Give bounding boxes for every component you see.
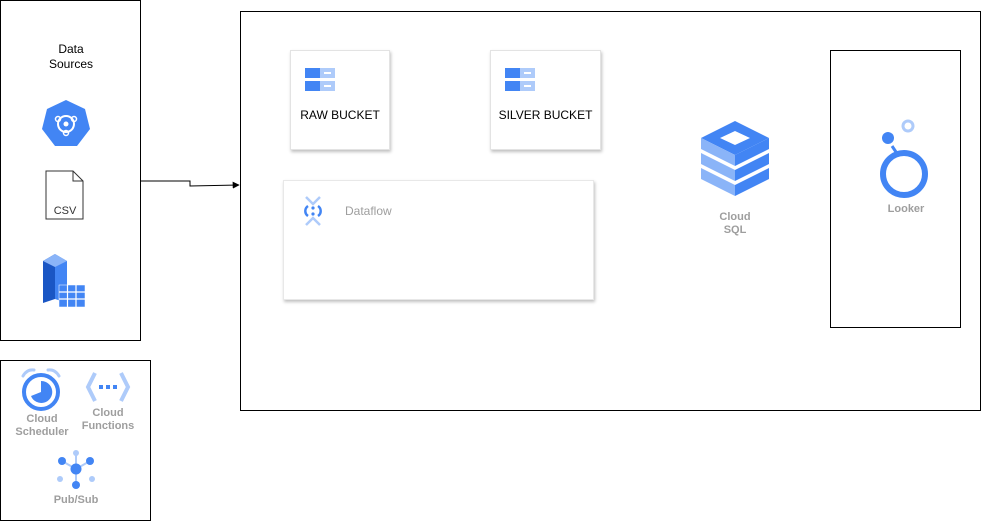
- cloud-scheduler-icon[interactable]: [19, 368, 63, 412]
- data-sources-title-line1: Data: [58, 42, 84, 56]
- csv-file-icon: [45, 170, 84, 220]
- looker-panel: [830, 50, 961, 328]
- storage-bucket-icon: [305, 68, 335, 91]
- cloud-scheduler-label: Cloud Scheduler: [6, 413, 78, 439]
- sources-to-pipeline-arrow: [141, 180, 240, 189]
- cloud-sql-label-line1: Cloud: [719, 211, 751, 223]
- csv-label: CSV: [53, 205, 77, 217]
- dataflow-label: Dataflow: [345, 204, 392, 218]
- looker-label: Looker: [887, 203, 925, 215]
- cloud-sql-icon[interactable]: [698, 120, 772, 200]
- cloud-functions-label-line2: Functions: [81, 420, 135, 432]
- data-sources-title-line2: Sources: [48, 57, 94, 71]
- silver-bucket-label: SILVER BUCKET: [498, 108, 593, 122]
- cloud-functions-label: Cloud Functions: [73, 407, 143, 433]
- cloud-functions-icon[interactable]: [85, 371, 131, 407]
- pubsub-label: Pub/Sub: [53, 494, 99, 506]
- looker-icon[interactable]: [875, 118, 931, 198]
- server-database-icon: [43, 254, 86, 308]
- dataflow-icon: [304, 196, 322, 226]
- kubernetes-icon: [42, 100, 90, 146]
- cloud-scheduler-label-line1: Cloud: [26, 413, 58, 425]
- cloud-sql-label: Cloud SQL: [704, 211, 766, 237]
- dataflow-card[interactable]: Dataflow: [283, 180, 594, 300]
- data-sources-panel: Data Sources CSV: [0, 0, 141, 341]
- cloud-scheduler-label-line2: Scheduler: [15, 426, 69, 438]
- data-sources-title: Data Sources: [21, 42, 121, 72]
- raw-bucket-card[interactable]: RAW BUCKET: [290, 50, 390, 150]
- storage-bucket-icon: [505, 68, 535, 91]
- silver-bucket-card[interactable]: SILVER BUCKET: [490, 50, 601, 150]
- cloud-functions-label-line1: Cloud: [92, 407, 124, 419]
- pubsub-icon[interactable]: [55, 450, 97, 490]
- cloud-sql-label-line2: SQL: [723, 224, 747, 236]
- raw-bucket-label: RAW BUCKET: [300, 108, 380, 122]
- orchestration-panel: Cloud Scheduler Cloud Functions Pub/Sub: [0, 360, 151, 521]
